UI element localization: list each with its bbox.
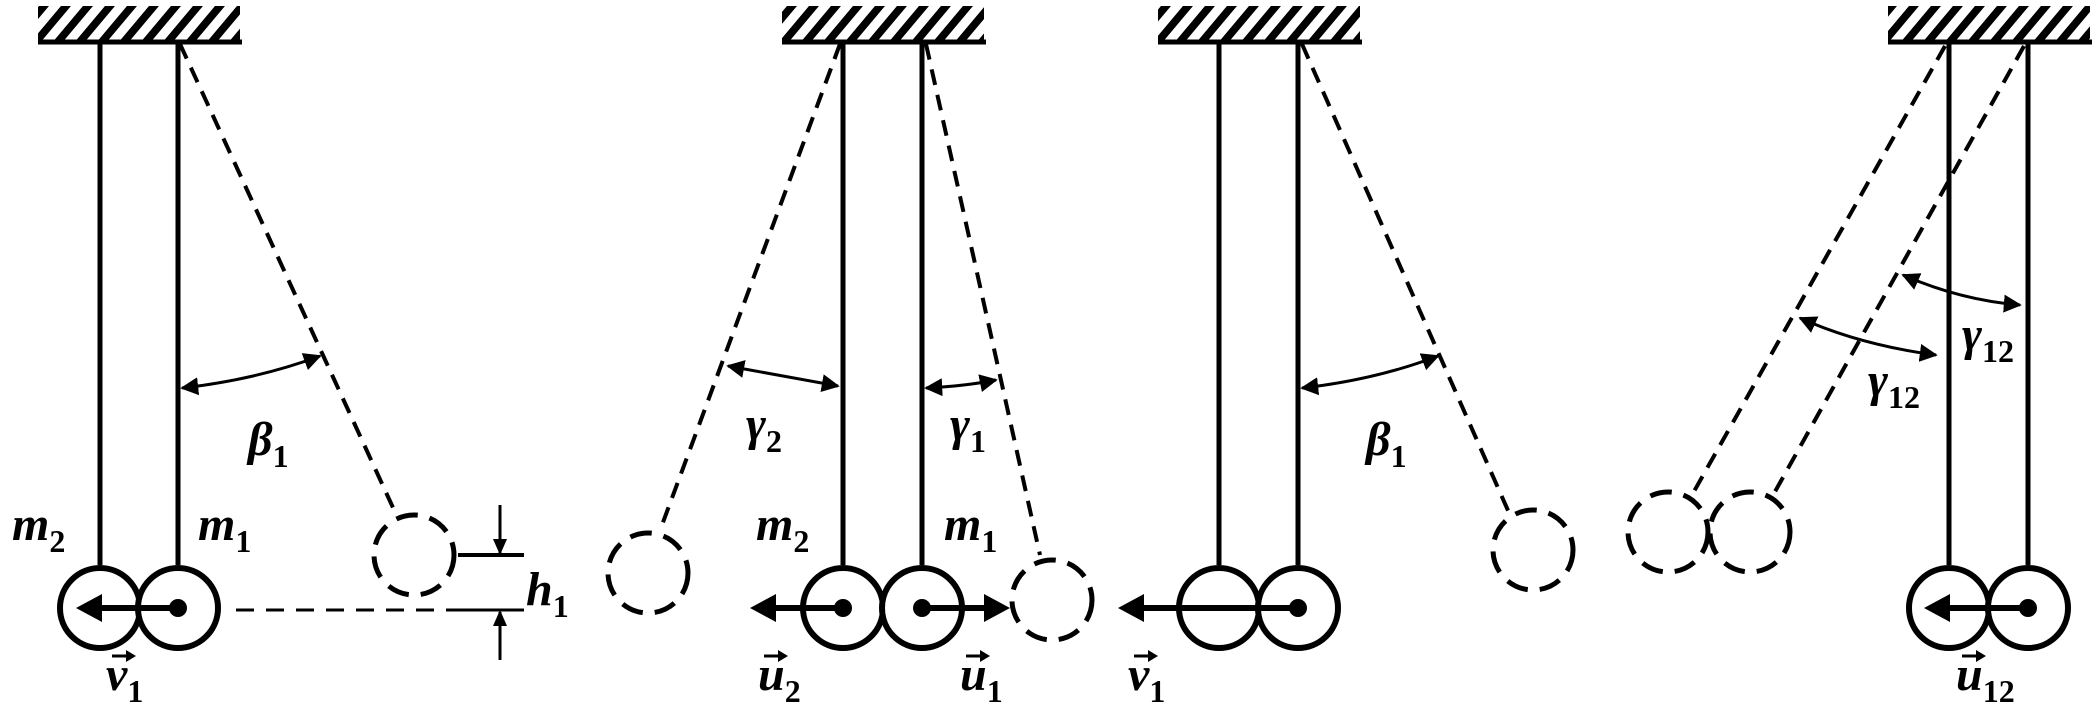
label-u1: u1: [960, 648, 1003, 709]
ball-m1-raised: [371, 512, 457, 598]
velocity-u2-arrowhead: [750, 594, 776, 622]
string-m1-swing: [924, 43, 1042, 556]
angle-beta1-arc: [180, 353, 322, 396]
label-m1: m1: [944, 498, 997, 559]
angle-gamma12-arc-lower: [1798, 316, 1938, 362]
label-u2: u2: [758, 648, 801, 709]
label-v1: v1: [1128, 648, 1165, 709]
panel-2: γ2 γ1 m2 m1 u2 u1: [605, 6, 1095, 709]
ball-m1-raised: [1490, 507, 1576, 593]
panel-3: β1 v1: [1118, 6, 1576, 709]
label-m2: m2: [12, 498, 65, 559]
ball-m1-swing: [1009, 557, 1095, 643]
panel-4: γ12 γ12 u12: [1625, 6, 2092, 709]
label-beta1: β1: [246, 413, 289, 474]
velocity-v1-arrowhead: [76, 594, 102, 622]
label-gamma2: γ2: [746, 398, 782, 459]
velocity-v1-arrowhead: [1118, 594, 1144, 622]
ball-m2-swing: [1625, 489, 1711, 575]
string-m1-raised: [178, 43, 397, 513]
angle-beta1-arc: [1300, 353, 1440, 396]
ceiling-support-1: [38, 6, 242, 45]
string-m1-swing: [1770, 45, 2026, 498]
label-gamma1: γ1: [950, 398, 986, 459]
ceiling-support-2: [782, 6, 986, 45]
ball-m2-swing: [605, 530, 691, 616]
string-m1-raised: [1300, 43, 1512, 516]
label-u12: u12: [1956, 648, 2015, 709]
label-m2: m2: [756, 498, 809, 559]
label-v1: v1: [106, 648, 143, 709]
angle-gamma2-arc: [726, 360, 840, 393]
svg-text:v1: v1: [1128, 648, 1165, 709]
svg-text:v1: v1: [106, 648, 143, 709]
svg-text:u12: u12: [1956, 648, 2015, 709]
angle-gamma12-arc-upper: [1901, 273, 2022, 313]
panel-1: m2 m1 β1 h1 v1: [12, 6, 569, 709]
ball-m1-swing: [1707, 489, 1793, 575]
label-h1: h1: [526, 563, 569, 624]
label-gamma12-upper: γ12: [1962, 308, 2014, 369]
ceiling-support-4: [1888, 6, 2092, 45]
height-h1-dimension: [458, 505, 524, 660]
ceiling-support-3: [1158, 6, 1362, 45]
velocity-u12-arrowhead: [1924, 594, 1950, 622]
label-beta1: β1: [1364, 413, 1407, 474]
angle-gamma1-arc: [924, 374, 998, 397]
label-gamma12-lower: γ12: [1868, 354, 1920, 415]
string-m2-swing: [660, 43, 842, 526]
string-m2-swing: [1690, 45, 1947, 496]
label-m1: m1: [198, 498, 251, 559]
velocity-u1-arrowhead: [984, 594, 1010, 622]
